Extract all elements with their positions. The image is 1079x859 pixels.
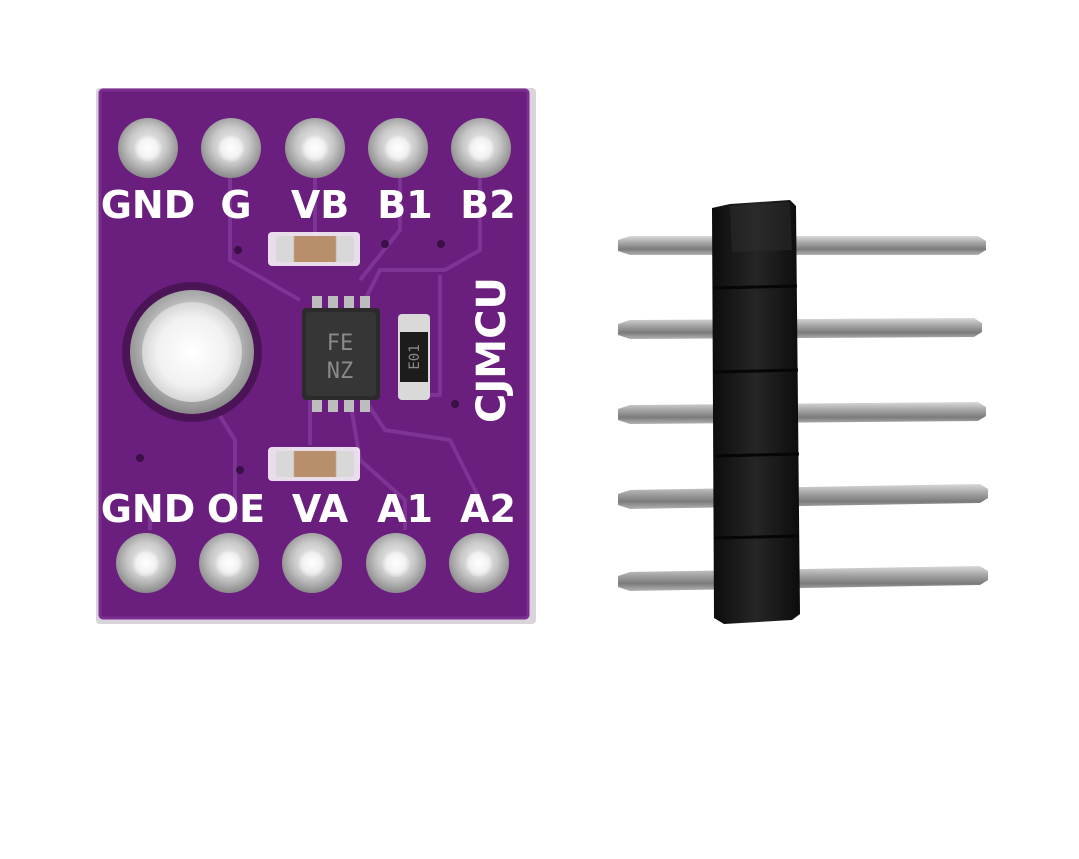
pad-a2 (449, 533, 509, 593)
pad-b2 (451, 118, 511, 178)
label-b1: B1 (377, 183, 432, 227)
pad-b1 (368, 118, 428, 178)
header-pin (618, 236, 986, 255)
capacitor-top (268, 232, 360, 266)
pad-gnd-bottom (116, 533, 176, 593)
label-gnd-top: GND (101, 183, 196, 227)
pad-g (201, 118, 261, 178)
top-pin-labels: GND G VB B1 B2 (101, 183, 516, 227)
header-pins (618, 236, 988, 591)
label-oe: OE (207, 487, 265, 531)
top-pin-pads (118, 118, 511, 178)
label-g: G (220, 183, 251, 227)
label-gnd-bottom: GND (101, 487, 196, 531)
resistor-marking: E01 (407, 344, 423, 369)
label-va: VA (292, 487, 349, 531)
label-vb: VB (291, 183, 349, 227)
capacitor-bottom (268, 447, 360, 481)
chip-marking-line2: NZ (327, 359, 354, 384)
brand-label: CJMCU (469, 277, 515, 423)
ic-chip: FE NZ (302, 296, 380, 412)
pad-va (282, 533, 342, 593)
pad-vb (285, 118, 345, 178)
mounting-hole (122, 282, 262, 422)
pad-gnd-top (118, 118, 178, 178)
header-plastic-body (712, 200, 800, 624)
breakout-board: GND G VB B1 B2 GND OE VA A1 A2 CJMCU (96, 88, 536, 624)
label-a2: A2 (460, 487, 516, 531)
bottom-pin-labels: GND OE VA A1 A2 (101, 487, 516, 531)
pad-a1 (366, 533, 426, 593)
vias (136, 240, 459, 474)
traces (148, 170, 482, 530)
header-pin (618, 402, 986, 424)
label-a1: A1 (377, 487, 433, 531)
bottom-pin-pads (116, 533, 509, 593)
chip-marking-line1: FE (327, 331, 354, 356)
header-pin (618, 484, 988, 509)
pad-oe (199, 533, 259, 593)
label-b2: B2 (460, 183, 515, 227)
header-pin (618, 318, 982, 339)
pin-header (618, 200, 988, 624)
resistor: E01 (398, 314, 430, 400)
header-pin (618, 566, 988, 591)
